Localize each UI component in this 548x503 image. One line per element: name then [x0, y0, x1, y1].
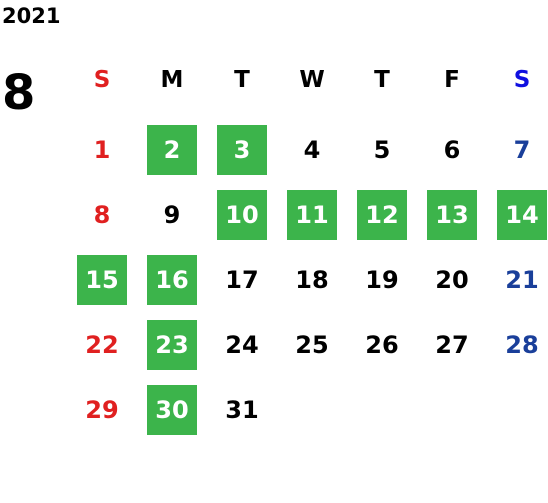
- day-cell-22[interactable]: 22: [85, 331, 119, 359]
- weekday-header: S: [513, 67, 531, 93]
- day-cell-2[interactable]: 2: [147, 125, 197, 175]
- day-cell-3[interactable]: 3: [217, 125, 267, 175]
- day-cell-23[interactable]: 23: [147, 320, 197, 370]
- day-cell-5[interactable]: 5: [373, 136, 391, 164]
- day-cell-10[interactable]: 10: [217, 190, 267, 240]
- day-cell-20[interactable]: 20: [435, 266, 469, 294]
- day-cell-4[interactable]: 4: [303, 136, 321, 164]
- day-cell-14[interactable]: 14: [497, 190, 547, 240]
- day-cell-19[interactable]: 19: [365, 266, 399, 294]
- day-cell-28[interactable]: 28: [505, 331, 539, 359]
- weekday-header: W: [299, 67, 325, 93]
- weekday-header: M: [160, 67, 184, 93]
- day-cell-17[interactable]: 17: [225, 266, 259, 294]
- day-cell-18[interactable]: 18: [295, 266, 329, 294]
- day-cell-16[interactable]: 16: [147, 255, 197, 305]
- day-cell-27[interactable]: 27: [435, 331, 469, 359]
- day-cell-6[interactable]: 6: [443, 136, 461, 164]
- day-cell-13[interactable]: 13: [427, 190, 477, 240]
- day-cell-31[interactable]: 31: [225, 396, 259, 424]
- weekday-header: S: [93, 67, 111, 93]
- day-cell-8[interactable]: 8: [93, 201, 111, 229]
- day-cell-15[interactable]: 15: [77, 255, 127, 305]
- day-cell-9[interactable]: 9: [163, 201, 181, 229]
- day-cell-1[interactable]: 1: [93, 136, 111, 164]
- weekday-header: T: [234, 67, 250, 93]
- day-cell-12[interactable]: 12: [357, 190, 407, 240]
- day-cell-30[interactable]: 30: [147, 385, 197, 435]
- day-cell-24[interactable]: 24: [225, 331, 259, 359]
- day-cell-26[interactable]: 26: [365, 331, 399, 359]
- year-label: 2021: [2, 4, 61, 28]
- weekday-header: F: [444, 67, 460, 93]
- day-cell-29[interactable]: 29: [85, 396, 119, 424]
- day-cell-7[interactable]: 7: [513, 136, 531, 164]
- month-label: 8: [2, 65, 36, 121]
- day-cell-11[interactable]: 11: [287, 190, 337, 240]
- day-cell-21[interactable]: 21: [505, 266, 539, 294]
- day-cell-25[interactable]: 25: [295, 331, 329, 359]
- weekday-header: T: [374, 67, 390, 93]
